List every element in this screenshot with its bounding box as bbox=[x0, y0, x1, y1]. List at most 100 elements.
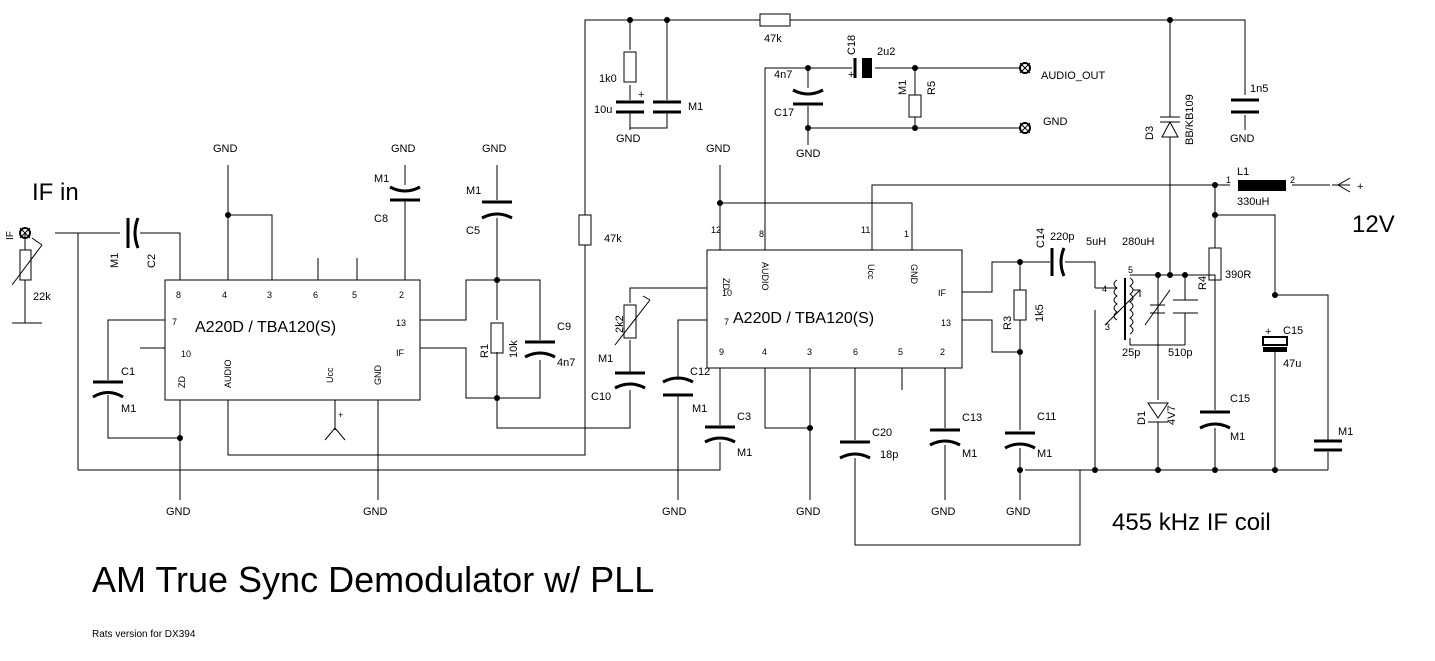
svg-text:M1: M1 bbox=[121, 403, 136, 415]
svg-text:390R: 390R bbox=[1225, 269, 1251, 281]
wires bbox=[12, 19, 1330, 546]
svg-text:4: 4 bbox=[762, 347, 767, 357]
svg-text:47k: 47k bbox=[764, 33, 782, 45]
svg-text:M1: M1 bbox=[897, 80, 909, 95]
svg-text:8: 8 bbox=[759, 229, 764, 239]
svg-text:10: 10 bbox=[722, 288, 732, 298]
svg-text:C5: C5 bbox=[466, 225, 480, 237]
svg-text:13: 13 bbox=[396, 318, 406, 328]
svg-text:AUDIO: AUDIO bbox=[760, 262, 770, 291]
capacitor-c10: M1 C10 bbox=[591, 353, 646, 403]
resistor-r5: M1 R5 bbox=[897, 80, 938, 118]
svg-text:4V7: 4V7 bbox=[1166, 405, 1178, 425]
svg-text:C3: C3 bbox=[737, 411, 751, 423]
svg-text:M1: M1 bbox=[688, 101, 703, 113]
svg-text:12V: 12V bbox=[1352, 211, 1395, 238]
svg-text:C20: C20 bbox=[872, 427, 892, 439]
capacitor-m1-top: M1 bbox=[653, 100, 703, 114]
svg-text:R4: R4 bbox=[1197, 276, 1209, 290]
capacitor-510p: 510p bbox=[1168, 299, 1198, 359]
svg-text:GND: GND bbox=[616, 133, 641, 145]
svg-text:AUDIO: AUDIO bbox=[223, 359, 233, 388]
capacitor-c17: 4n7 C17 bbox=[774, 69, 824, 119]
svg-text:4: 4 bbox=[222, 290, 227, 300]
svg-text:4: 4 bbox=[1102, 284, 1107, 294]
svg-text:D3: D3 bbox=[1144, 126, 1156, 140]
svg-text:AUDIO_OUT: AUDIO_OUT bbox=[1041, 70, 1105, 82]
svg-text:GND: GND bbox=[1043, 116, 1068, 128]
diode-d1: D1 4V7 bbox=[1136, 402, 1178, 425]
svg-text:C1: C1 bbox=[121, 366, 135, 378]
junctions bbox=[177, 17, 1278, 473]
svg-text:Ucc: Ucc bbox=[866, 264, 876, 280]
svg-text:M1: M1 bbox=[598, 353, 613, 365]
svg-text:BB/KB109: BB/KB109 bbox=[1184, 94, 1196, 145]
ic1-label: A220D / TBA120(S) bbox=[195, 319, 336, 336]
svg-text:47u: 47u bbox=[1283, 358, 1301, 370]
svg-text:C15: C15 bbox=[1283, 325, 1303, 337]
svg-text:+: + bbox=[848, 69, 854, 81]
svg-text:C8: C8 bbox=[374, 213, 388, 225]
svg-text:5: 5 bbox=[352, 290, 357, 300]
inductor-l1: L1 330uH 1 2 bbox=[1226, 166, 1295, 208]
svg-text:+: + bbox=[338, 410, 343, 420]
svg-text:4n7: 4n7 bbox=[557, 357, 575, 369]
svg-text:R5: R5 bbox=[926, 81, 938, 95]
diode-d3: D3 BB/KB109 bbox=[1144, 94, 1196, 145]
resistor-47k-top: 47k bbox=[759, 13, 791, 45]
svg-text:+: + bbox=[1265, 326, 1271, 338]
if-input-connector[interactable]: IF bbox=[5, 227, 31, 240]
svg-text:3: 3 bbox=[267, 290, 272, 300]
svg-text:IF: IF bbox=[396, 348, 405, 358]
capacitor-c5: M1 C5 bbox=[466, 185, 513, 237]
svg-text:3: 3 bbox=[1105, 322, 1110, 332]
svg-text:5: 5 bbox=[1128, 265, 1133, 275]
svg-text:18p: 18p bbox=[880, 449, 898, 461]
svg-text:C11: C11 bbox=[1037, 411, 1056, 423]
capacitor-c8: M1 C8 bbox=[374, 173, 421, 225]
svg-text:8: 8 bbox=[176, 290, 181, 300]
svg-text:M1: M1 bbox=[962, 448, 977, 460]
svg-text:L1: L1 bbox=[1237, 166, 1249, 178]
audio-out-connector[interactable]: AUDIO_OUT bbox=[1019, 62, 1105, 82]
page-title: AM True Sync Demodulator w/ PLL bbox=[92, 559, 654, 600]
svg-text:ZD: ZD bbox=[721, 278, 731, 290]
gnd-connector[interactable]: GND bbox=[1019, 116, 1068, 134]
svg-text:C13: C13 bbox=[962, 412, 982, 424]
svg-text:R1: R1 bbox=[479, 344, 491, 358]
svg-text:GND: GND bbox=[931, 506, 956, 518]
svg-text:C17: C17 bbox=[774, 107, 794, 119]
svg-text:GND: GND bbox=[1006, 506, 1031, 518]
svg-text:6: 6 bbox=[313, 290, 318, 300]
svg-text:M1: M1 bbox=[374, 173, 389, 185]
svg-text:C14: C14 bbox=[1035, 228, 1047, 248]
svg-text:GND: GND bbox=[1230, 133, 1255, 145]
svg-text:13: 13 bbox=[941, 318, 951, 328]
svg-text:M1: M1 bbox=[737, 447, 752, 459]
svg-text:10k: 10k bbox=[508, 340, 520, 358]
ic1-body bbox=[164, 279, 421, 401]
supply-terminal[interactable]: + 12V bbox=[1332, 177, 1395, 238]
svg-text:5: 5 bbox=[898, 347, 903, 357]
svg-text:C15: C15 bbox=[1230, 393, 1250, 405]
svg-text:5uH: 5uH bbox=[1086, 236, 1106, 248]
svg-text:GND: GND bbox=[166, 506, 191, 518]
ic2: A220D / TBA120(S) 12 8 11 1 10 7 13 IF 9… bbox=[706, 225, 963, 369]
pot-22k: 22k bbox=[11, 237, 51, 303]
svg-text:3: 3 bbox=[807, 347, 812, 357]
pot-2k2: 2k2 bbox=[614, 295, 651, 346]
svg-text:9: 9 bbox=[719, 347, 724, 357]
ucc-arrow-ic1: + bbox=[324, 410, 346, 441]
svg-text:6: 6 bbox=[853, 347, 858, 357]
ic1: A220D / TBA120(S) 8 4 3 6 5 2 13 10 7 IF… bbox=[164, 279, 421, 401]
svg-text:D1: D1 bbox=[1136, 411, 1148, 425]
svg-text:GND: GND bbox=[363, 506, 388, 518]
svg-text:22k: 22k bbox=[33, 291, 51, 303]
svg-text:C2: C2 bbox=[146, 254, 158, 268]
svg-text:M1: M1 bbox=[466, 185, 481, 197]
svg-text:C9: C9 bbox=[557, 321, 571, 333]
svg-text:7: 7 bbox=[724, 317, 729, 327]
svg-text:1: 1 bbox=[904, 229, 909, 239]
ic2-body bbox=[706, 249, 963, 369]
